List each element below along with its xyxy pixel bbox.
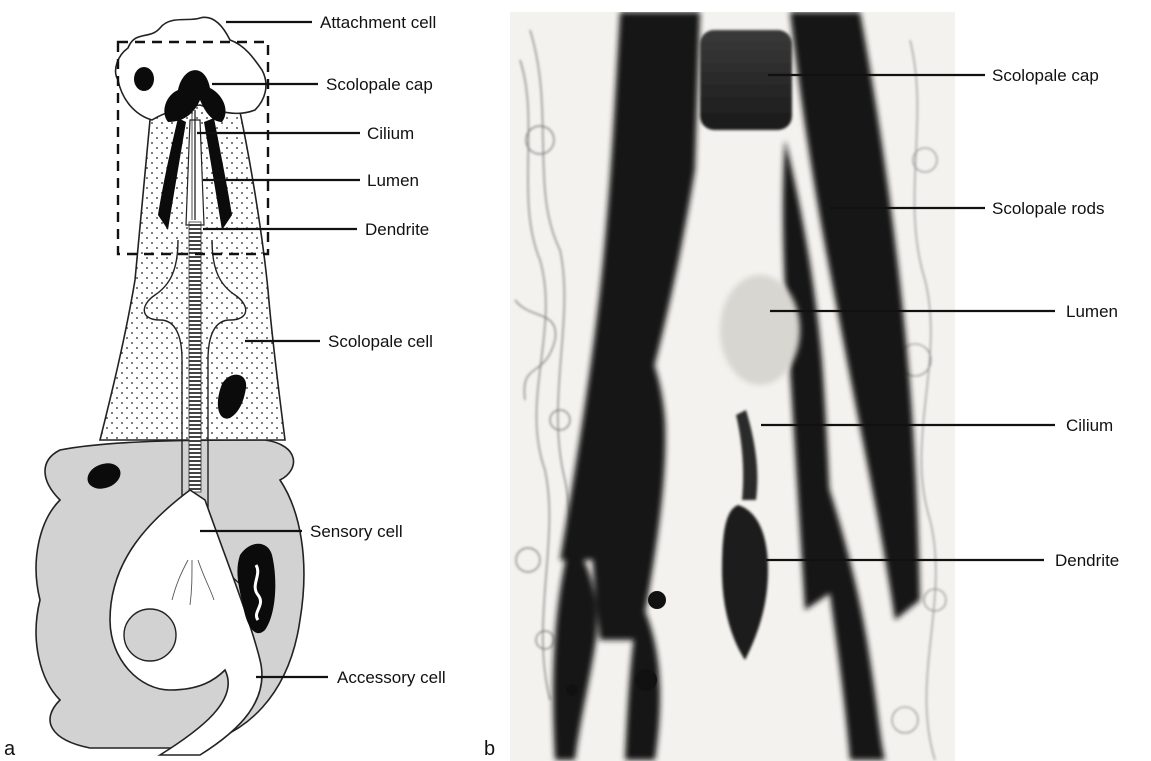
label-cilium-b: Cilium: [1066, 416, 1113, 435]
panel-b-micrograph: Scolopale cap Scolopale rods Lumen Ciliu…: [484, 12, 1119, 761]
label-lumen-a: Lumen: [367, 171, 419, 190]
panel-letter-b: b: [484, 738, 495, 760]
panel-letter-a: a: [4, 738, 16, 760]
sensory-cell-nucleus: [124, 609, 176, 661]
micrograph-scolopale-cap: [700, 30, 792, 130]
label-dendrite-a: Dendrite: [365, 220, 429, 239]
label-sensory-cell: Sensory cell: [310, 522, 403, 541]
label-accessory-cell: Accessory cell: [337, 668, 446, 687]
panel-a-schematic: Attachment cell Scolopale cap Cilium Lum…: [4, 13, 446, 760]
dendrite-process: [189, 222, 201, 492]
label-scolopale-cap-b: Scolopale cap: [992, 66, 1099, 85]
label-scolopale-cell: Scolopale cell: [328, 332, 433, 351]
label-dendrite-b: Dendrite: [1055, 551, 1119, 570]
label-attachment-cell: Attachment cell: [320, 13, 436, 32]
attachment-cell-nucleus: [134, 67, 154, 91]
label-lumen-b: Lumen: [1066, 302, 1118, 321]
micrograph-image: [510, 12, 955, 761]
label-scolopale-rods: Scolopale rods: [992, 199, 1104, 218]
label-scolopale-cap-a: Scolopale cap: [326, 75, 433, 94]
label-cilium-a: Cilium: [367, 124, 414, 143]
